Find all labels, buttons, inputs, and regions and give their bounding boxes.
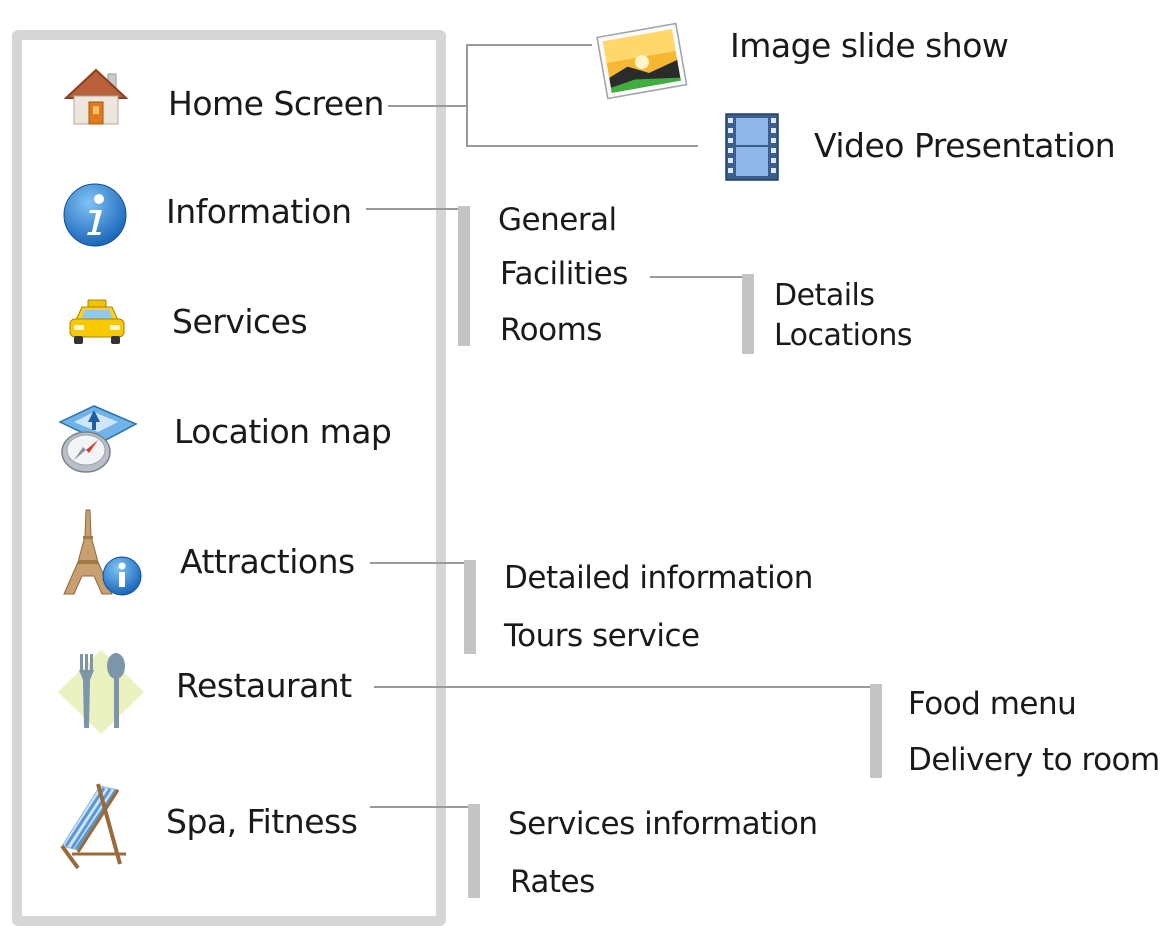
home-connector: [388, 105, 468, 107]
spa-bracket: [468, 804, 480, 898]
information-connector: [366, 208, 466, 210]
facilities-bracket: [742, 274, 754, 354]
attractions-connector: [370, 562, 470, 564]
restaurant-connector: [374, 686, 882, 688]
deck-chair-icon: [54, 780, 136, 872]
spa-sub-services-information[interactable]: Services information: [508, 806, 818, 842]
eiffel-tower-info-icon: [56, 506, 148, 598]
video-presentation-label[interactable]: Video Presentation: [814, 126, 1116, 165]
info-sub-general[interactable]: General: [498, 202, 617, 238]
menu-item-location-map[interactable]: Location map: [174, 412, 392, 451]
attractions-sub-detailed-information[interactable]: Detailed information: [504, 560, 813, 596]
menu-item-services[interactable]: Services: [172, 302, 308, 341]
attractions-bracket: [464, 560, 476, 654]
menu-panel: [12, 30, 446, 926]
menu-item-information[interactable]: Information: [166, 192, 352, 231]
facilities-sub-details[interactable]: Details: [774, 278, 875, 313]
information-bracket: [458, 206, 470, 346]
restaurant-bracket: [870, 684, 882, 778]
fork-spoon-icon: [54, 644, 148, 740]
menu-item-attractions[interactable]: Attractions: [180, 542, 355, 581]
facilities-sub-locations[interactable]: Locations: [774, 318, 913, 353]
image-slide-show-label[interactable]: Image slide show: [730, 26, 1009, 65]
slideshow-connector: [466, 44, 592, 46]
spa-sub-rates[interactable]: Rates: [510, 864, 595, 900]
info-sub-facilities[interactable]: Facilities: [500, 256, 628, 292]
map-compass-icon: [54, 400, 140, 478]
info-sub-rooms[interactable]: Rooms: [500, 312, 602, 348]
home-branch-vertical: [466, 44, 468, 147]
menu-item-home-screen[interactable]: Home Screen: [168, 84, 384, 123]
spa-connector: [370, 806, 474, 808]
attractions-sub-tours-service[interactable]: Tours service: [504, 618, 700, 654]
picture-icon: [592, 20, 692, 104]
facilities-connector: [650, 276, 750, 278]
info-icon: [62, 182, 128, 248]
film-strip-icon: [724, 112, 780, 182]
restaurant-sub-food-menu[interactable]: Food menu: [908, 686, 1077, 722]
menu-item-restaurant[interactable]: Restaurant: [176, 666, 352, 705]
restaurant-sub-delivery-to-room[interactable]: Delivery to room: [908, 742, 1160, 778]
menu-item-spa-fitness[interactable]: Spa, Fitness: [166, 802, 358, 841]
taxi-icon: [66, 298, 128, 348]
video-connector: [466, 145, 698, 147]
house-icon: [62, 66, 130, 128]
